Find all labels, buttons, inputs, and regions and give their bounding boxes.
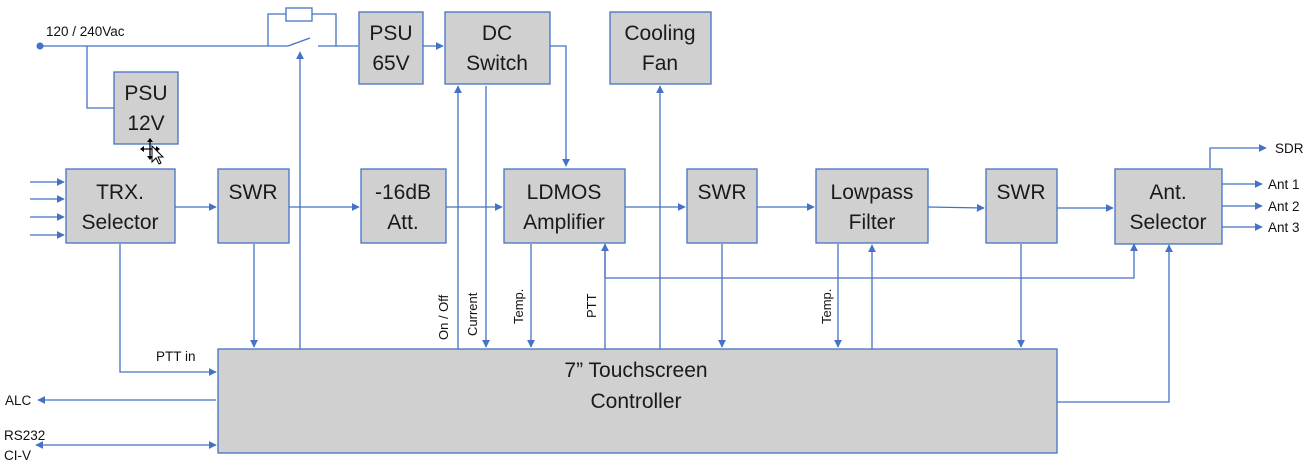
lowpass-filter-line-2: Filter [849, 211, 896, 234]
ptt-label: PTT [584, 293, 599, 318]
trx-selector-line-1: TRX. [96, 181, 144, 204]
swr-1-label: SWR [229, 181, 278, 204]
attenuator-line-1: -16dB [375, 181, 431, 204]
lowpass-to-swr3 [927, 203, 985, 212]
controller-line-1: 7” Touchscreen [564, 359, 707, 382]
controller-to-antsel [1057, 244, 1173, 403]
ldmos-amplifier-line-2: Amplifier [523, 211, 605, 234]
fuse-resistor [285, 7, 313, 22]
antenna-selector-line-2: Selector [1129, 211, 1206, 234]
controller-line-2: Controller [590, 390, 681, 413]
current-label: Current [465, 292, 480, 336]
ant-3-label: Ant 3 [1268, 220, 1300, 235]
lowpass-filter-block: Lowpass Filter [815, 168, 929, 244]
ant-2-label: Ant 2 [1268, 199, 1300, 214]
mains-label: 120 / 240Vac [46, 24, 125, 39]
lowpass-temp-label: Temp. [819, 289, 834, 324]
dc-switch-line-1: DC [482, 22, 512, 45]
sdr-output [1209, 144, 1267, 168]
mouse-cursor-icon [140, 138, 165, 165]
attenuator-line-2: Att. [387, 211, 419, 234]
trx-selector-line-2: Selector [81, 211, 158, 234]
cooling-fan-block: Cooling Fan [609, 11, 712, 85]
on-off-label: On / Off [436, 294, 451, 340]
trx-ptt-to-controller [119, 244, 217, 376]
swr-1-block: SWR [217, 168, 290, 244]
switch-blade [287, 37, 311, 47]
touchscreen-controller-block: 7” Touchscreen Controller [217, 348, 1058, 454]
ldmos-temp-label: Temp. [511, 289, 526, 324]
ptt-in-label: PTT in [156, 349, 196, 364]
signal-labels: 120 / 240Vac SDR Ant 1 Ant 2 Ant 3 PTT i… [4, 24, 1304, 463]
ant-1-label: Ant 1 [1268, 177, 1300, 192]
ldmos-amplifier-line-1: LDMOS [527, 181, 602, 204]
alc-label: ALC [5, 393, 32, 408]
attenuator-block: -16dB Att. [360, 168, 447, 244]
lowpass-filter-line-1: Lowpass [831, 181, 914, 204]
rs232-label: RS232 [4, 428, 45, 443]
fuse-wire-left [267, 13, 286, 46]
connections [30, 7, 1267, 449]
swr-2-label: SWR [698, 181, 747, 204]
trx-selector-block: TRX. Selector [65, 168, 176, 244]
swr-2-block: SWR [686, 168, 758, 244]
psu-65v-line-2: 65V [372, 52, 409, 75]
psu-12v-line-2: 12V [127, 112, 164, 135]
dcswitch-to-ldmos [550, 45, 570, 167]
dc-switch-line-2: Switch [466, 52, 528, 75]
antenna-selector-line-1: Ant. [1149, 181, 1186, 204]
psu-12v-line-1: PSU [124, 82, 167, 105]
mains-to-psu12 [86, 46, 114, 109]
ldmos-amplifier-block: LDMOS Amplifier [503, 168, 626, 244]
cooling-fan-line-1: Cooling [624, 22, 695, 45]
sdr-label: SDR [1275, 141, 1304, 156]
ptt-to-antsel [605, 243, 1138, 279]
psu-65v-block: PSU 65V [358, 11, 424, 85]
dc-switch-block: DC Switch [444, 11, 551, 85]
civ-label: CI-V [4, 448, 31, 463]
psu-65v-line-1: PSU [369, 22, 412, 45]
cooling-fan-line-2: Fan [642, 52, 678, 75]
psu-12v-block: PSU 12V [113, 71, 179, 145]
fuse-wire-right [312, 13, 337, 46]
swr-3-label: SWR [997, 181, 1046, 204]
swr-3-block: SWR [985, 168, 1058, 244]
antenna-selector-block: Ant. Selector [1114, 168, 1223, 245]
